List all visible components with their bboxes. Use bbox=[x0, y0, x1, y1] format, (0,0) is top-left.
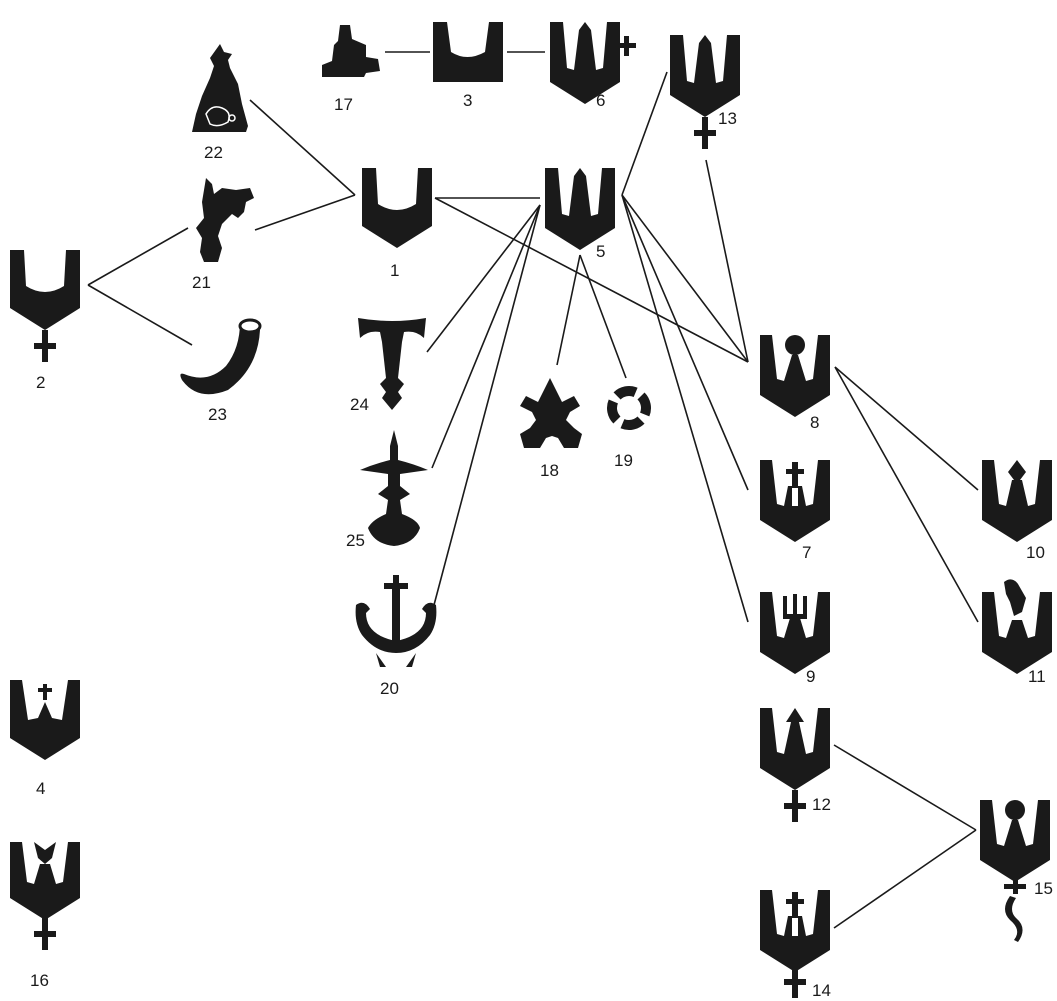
node-label: 4 bbox=[36, 779, 45, 798]
fleur-de-lis-icon bbox=[520, 378, 582, 448]
tamga-fork-icon bbox=[433, 22, 503, 82]
tamga-trident-bottom-cross-icon bbox=[670, 35, 740, 149]
tamga-trident-bird-icon bbox=[982, 579, 1052, 674]
node-24: 24 bbox=[350, 318, 426, 414]
node-13: 13 bbox=[670, 35, 740, 149]
node-label: 1 bbox=[390, 261, 399, 280]
node-16: 16 bbox=[10, 842, 80, 990]
anchor-icon bbox=[355, 575, 437, 667]
node-label: 14 bbox=[812, 981, 831, 1000]
edge-14-15 bbox=[833, 829, 977, 929]
node-2: 2 bbox=[10, 250, 80, 392]
node-1: 1 bbox=[362, 168, 432, 280]
node-label: 21 bbox=[192, 273, 211, 292]
edge-21-1 bbox=[254, 194, 356, 231]
node-9: 9 bbox=[760, 592, 830, 686]
edge-1-8 bbox=[434, 197, 749, 363]
tamga-trident-double-cross-icon bbox=[760, 890, 830, 998]
node-21: 21 bbox=[192, 178, 254, 292]
tamga-trident-fork-icon bbox=[760, 592, 830, 674]
node-8: 8 bbox=[760, 335, 830, 432]
node-18: 18 bbox=[520, 378, 582, 480]
tamga-fork-bird-icon bbox=[10, 680, 80, 760]
node-6: 6 bbox=[550, 22, 636, 110]
node-23: 23 bbox=[180, 318, 262, 424]
node-label: 23 bbox=[208, 405, 227, 424]
tamga-trident-arrow-cross-icon bbox=[760, 708, 830, 822]
edge-2-23 bbox=[87, 284, 193, 346]
edge-5-20 bbox=[433, 204, 541, 606]
node-label: 16 bbox=[30, 971, 49, 990]
node-15: 15 bbox=[980, 800, 1053, 942]
node-label: 25 bbox=[346, 531, 365, 550]
tamga-trident-tulip-cross-icon bbox=[10, 842, 80, 950]
node-label: 12 bbox=[812, 795, 831, 814]
node-4: 4 bbox=[10, 680, 80, 798]
edge-5-8 bbox=[621, 194, 749, 363]
node-label: 10 bbox=[1026, 543, 1045, 562]
edge-22-1 bbox=[249, 99, 356, 196]
edge-8-11 bbox=[834, 366, 979, 623]
connection-lines bbox=[87, 51, 979, 929]
node-label: 13 bbox=[718, 109, 737, 128]
node-10: 10 bbox=[982, 460, 1052, 562]
node-label: 15 bbox=[1034, 879, 1053, 898]
node-label: 22 bbox=[204, 143, 223, 162]
node-20: 20 bbox=[355, 575, 437, 698]
robed-figure-icon bbox=[192, 44, 248, 132]
node-5: 5 bbox=[545, 168, 615, 261]
node-label: 3 bbox=[463, 91, 472, 110]
edge-2-21 bbox=[87, 227, 189, 286]
horn-icon bbox=[180, 318, 262, 395]
node-25: 25 bbox=[346, 430, 428, 550]
tamga-trident-icon bbox=[545, 168, 615, 250]
edge-5-9 bbox=[621, 194, 749, 623]
edge-5-18 bbox=[556, 254, 581, 366]
node-label: 11 bbox=[1028, 667, 1046, 686]
tamga-trident-ball-snake-icon bbox=[980, 800, 1050, 942]
node-label: 18 bbox=[540, 461, 559, 480]
edge-8-10 bbox=[834, 366, 979, 491]
segmented-ring-icon bbox=[607, 386, 651, 430]
edge-5-13 bbox=[621, 71, 668, 196]
node-label: 8 bbox=[810, 413, 819, 432]
edge-5-7 bbox=[621, 194, 749, 491]
edge-12-15 bbox=[833, 744, 977, 831]
edge-5-25 bbox=[431, 204, 541, 469]
edge-5-19 bbox=[579, 254, 627, 379]
sword-icon bbox=[360, 430, 428, 546]
tamga-trident-diamond-icon bbox=[982, 460, 1052, 542]
hammer-icon bbox=[358, 318, 426, 410]
node-label: 5 bbox=[596, 242, 605, 261]
node-17: 17 bbox=[322, 25, 380, 114]
tower-figure-icon bbox=[322, 25, 380, 77]
node-7: 7 bbox=[760, 460, 830, 562]
node-3: 3 bbox=[433, 22, 503, 110]
tamga-trident-cross-icon bbox=[760, 460, 830, 542]
tamga-trident-ball-icon bbox=[760, 335, 830, 417]
node-label: 9 bbox=[806, 667, 815, 686]
node-label: 20 bbox=[380, 679, 399, 698]
node-12: 12 bbox=[760, 708, 831, 822]
tamga-fork-icon bbox=[362, 168, 432, 248]
node-label: 24 bbox=[350, 395, 369, 414]
node-label: 7 bbox=[802, 543, 811, 562]
tamga-fork-cross-icon bbox=[10, 250, 80, 362]
edge-5-24 bbox=[426, 204, 541, 353]
node-label: 2 bbox=[36, 373, 45, 392]
node-19: 19 bbox=[607, 386, 651, 470]
node-14: 14 bbox=[760, 890, 831, 1000]
node-11: 11 bbox=[982, 579, 1052, 686]
node-label: 19 bbox=[614, 451, 633, 470]
node-22: 22 bbox=[192, 44, 248, 162]
animal-figure-icon bbox=[196, 178, 254, 262]
edge-13-8 bbox=[705, 159, 749, 363]
node-label: 6 bbox=[596, 91, 605, 110]
tamga-trident-side-cross-icon bbox=[550, 22, 636, 104]
node-label: 17 bbox=[334, 95, 353, 114]
